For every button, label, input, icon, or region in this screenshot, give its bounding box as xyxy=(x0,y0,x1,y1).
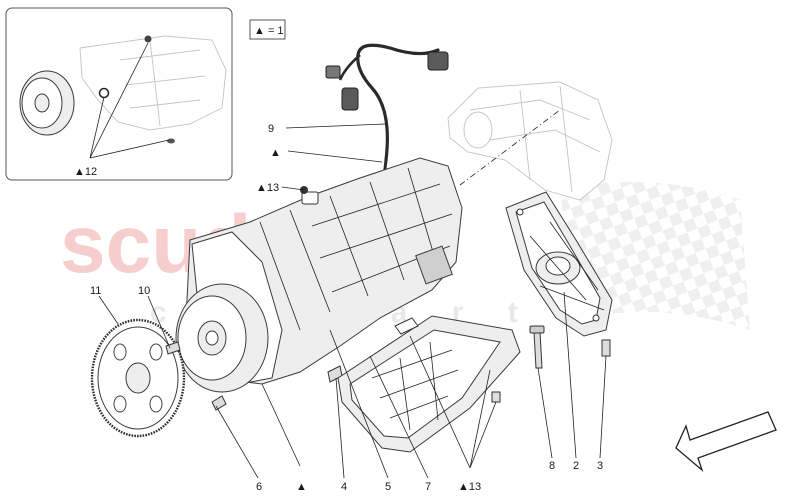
callout-2: 2 xyxy=(573,460,579,472)
bolt-6 xyxy=(211,395,227,411)
oil-pan-filter-tab xyxy=(394,317,419,335)
callout-triangle-top: ▲ xyxy=(270,147,281,159)
harness-connector-right xyxy=(427,51,449,71)
breather xyxy=(301,191,319,205)
direction-arrow xyxy=(675,411,777,472)
callout-11: 11 xyxy=(90,285,101,297)
inset-transmission-ghost-detail xyxy=(119,39,206,127)
mount-bracket xyxy=(505,191,613,337)
oil-pan xyxy=(337,315,521,453)
bolt-13-pan-b xyxy=(491,391,501,403)
callout-7: 7 xyxy=(425,481,431,493)
transfer-case-ghost xyxy=(447,81,613,201)
callout-5: 5 xyxy=(385,481,391,493)
oil-pan-ribs xyxy=(371,341,459,431)
callout-triangle-bottom: ▲ xyxy=(296,481,307,493)
inset-callout-12: ▲12 xyxy=(74,166,97,178)
callout-13-top: ▲13 xyxy=(256,182,279,194)
inset-bolt-bottom xyxy=(167,138,175,144)
housing-ribs xyxy=(259,167,453,331)
inset-detail: ▲12 xyxy=(5,7,233,181)
flexplate xyxy=(90,318,186,438)
legend-text: ▲ = 1 xyxy=(254,25,284,37)
bolt-10 xyxy=(165,341,181,355)
callout-9: 9 xyxy=(268,123,274,135)
alignment-line xyxy=(459,109,561,186)
callout-8: 8 xyxy=(549,460,555,472)
bolt-8 xyxy=(533,331,543,369)
legend: ▲ = 1 xyxy=(249,19,286,40)
inset-leader-lines xyxy=(89,42,170,159)
torque-converter xyxy=(175,283,269,393)
bolt-8-head xyxy=(529,325,545,334)
callout-6: 6 xyxy=(256,481,262,493)
harness-clip xyxy=(325,65,341,79)
callout-10: 10 xyxy=(138,285,150,297)
callout-leaders xyxy=(98,123,607,479)
harness-connector-left xyxy=(341,87,359,111)
valve-body-plate xyxy=(415,245,453,285)
harness-main-cable xyxy=(356,43,440,162)
inset-torque-converter-hub xyxy=(34,93,50,113)
callout-3: 3 xyxy=(597,460,603,472)
callout-13-bottom: ▲13 xyxy=(458,481,481,493)
bolt-3 xyxy=(601,339,611,357)
callout-labels: 9 ▲ ▲13 11 10 6 ▲ 4 5 7 ▲13 8 2 3 xyxy=(90,123,603,493)
inset-transmission-ghost xyxy=(79,35,227,131)
oil-pan-floor xyxy=(349,329,501,439)
legend-box xyxy=(249,19,286,40)
callout-4: 4 xyxy=(341,481,347,493)
inset-bolt-top xyxy=(144,35,152,43)
